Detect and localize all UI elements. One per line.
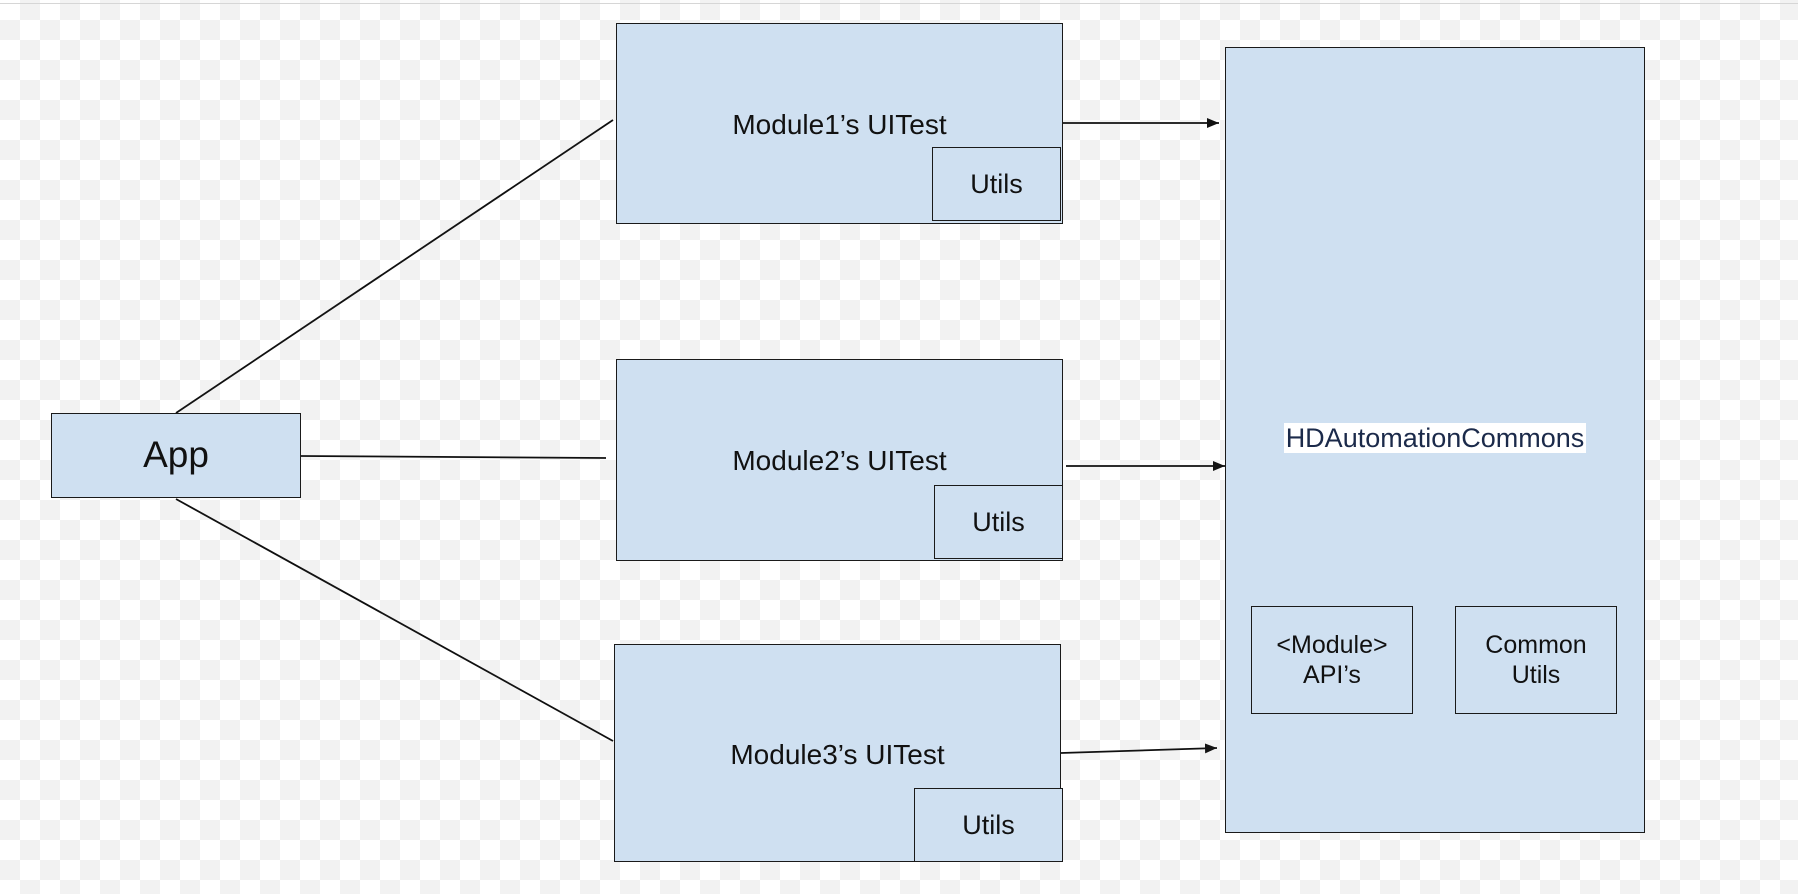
module3-utils-label: Utils [962,809,1015,840]
module1-uitest-node: Module1’s UITest Utils [616,23,1063,224]
line-app-module2 [299,455,607,459]
arrow-module3-commons [1060,743,1218,754]
module1-utils-node: Utils [932,147,1061,221]
module2-uitest-node: Module2’s UITest Utils [616,359,1063,561]
module3-utils-node: Utils [914,788,1063,862]
module1-title: Module1’s UITest [732,109,947,140]
module3-uitest-node: Module3’s UITest Utils [614,644,1063,862]
module3-title: Module3’s UITest [730,739,945,770]
app-node: App [51,413,301,498]
top-divider [0,3,1798,4]
common-utils-label: Common Utils [1485,631,1587,689]
hdautomationcommons-title: HDAutomationCommons [1226,423,1644,454]
line-app-module3 [175,498,614,742]
module-apis-label: <Module> API’s [1276,631,1388,689]
hdautomationcommons-node: HDAutomationCommons <Module> API’s Commo… [1225,47,1645,833]
hdautomationcommons-title-text: HDAutomationCommons [1283,423,1587,453]
module2-utils-label: Utils [972,506,1025,537]
common-utils-node: Common Utils [1455,606,1617,714]
app-label: App [143,434,209,476]
module1-utils-label: Utils [970,168,1023,199]
module2-utils-node: Utils [934,485,1063,559]
line-app-module1 [175,119,614,414]
module-apis-node: <Module> API’s [1251,606,1413,714]
module2-title: Module2’s UITest [732,445,947,476]
